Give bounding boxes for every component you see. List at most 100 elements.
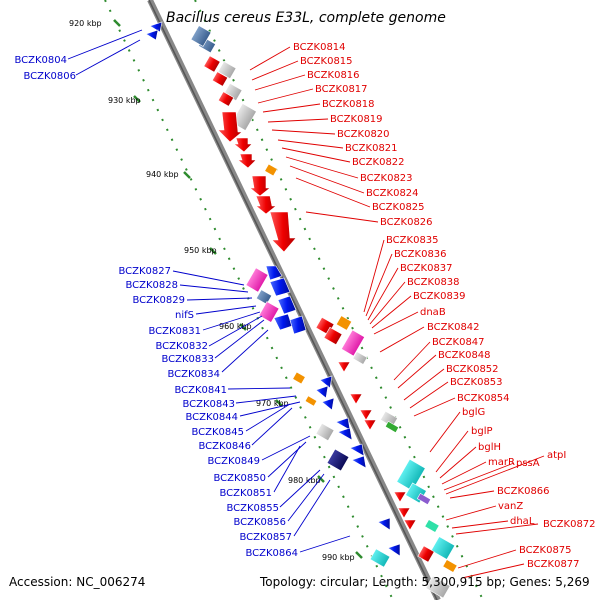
feature [255, 289, 273, 305]
feature [190, 25, 212, 47]
feature [387, 543, 401, 557]
gene-label: BCZK0872 [543, 519, 596, 530]
genome-summary: Topology: circular; Length: 5,300,915 bp… [259, 575, 590, 589]
gene-label: BCZK0855 [226, 503, 279, 514]
feature [304, 395, 318, 407]
reverse-features [145, 21, 401, 568]
gene-label: BCZK0854 [457, 393, 510, 404]
feature [335, 315, 353, 331]
feature [425, 575, 451, 599]
tick-label-940: 940 kbp [146, 170, 179, 179]
gene-label: BCZK0814 [293, 42, 346, 53]
feature [217, 91, 235, 107]
gene-label: BCZK0821 [345, 143, 398, 154]
gene-label: atpI [547, 450, 566, 461]
right-labels: BCZK0814 BCZK0815 BCZK0816 BCZK0817 BCZK… [293, 42, 596, 570]
gene-label: BCZK0835 [386, 235, 439, 246]
gene-label: BCZK0843 [182, 399, 235, 410]
feature [403, 519, 417, 531]
gene-label: BCZK0824 [366, 188, 419, 199]
feature [249, 175, 271, 197]
gene-label: BCZK0837 [400, 263, 453, 274]
feature [217, 111, 243, 143]
feature [231, 103, 257, 131]
tick-marks [113, 19, 363, 559]
gene-label: BCZK0825 [372, 202, 425, 213]
feature [396, 458, 426, 492]
gene-label: dnaB [420, 307, 446, 318]
gene-label: BCZK0846 [198, 441, 251, 452]
gene-label: bglG [462, 407, 485, 418]
gene-label: BCZK0838 [407, 277, 460, 288]
right-leader-lines [249, 46, 545, 579]
gene-label: BCZK0864 [245, 548, 298, 559]
gene-label: BCZK0856 [233, 517, 286, 528]
gene-label: BCZK0820 [337, 129, 390, 140]
feature [349, 443, 365, 457]
gene-label: BCZK0823 [360, 173, 413, 184]
gene-label: BCZK0875 [519, 545, 572, 556]
feature [269, 277, 291, 297]
tick-labels: 920 kbp 930 kbp 940 kbp 950 kbp 960 kbp … [69, 19, 355, 562]
gene-label: BCZK0832 [155, 341, 208, 352]
gene-label: BCZK0849 [207, 456, 260, 467]
tick-label-950: 950 kbp [184, 246, 217, 255]
map-title: Bacillus cereus E33L, complete genome [166, 10, 446, 26]
gene-label: marR [488, 457, 515, 468]
backbone [147, 0, 441, 600]
gene-label: BCZK0831 [148, 326, 201, 337]
accession-text: Accession: NC_006274 [9, 575, 145, 589]
gene-label: BCZK0816 [307, 70, 360, 81]
feature [265, 265, 283, 281]
gene-label: BCZK0877 [527, 559, 580, 570]
feature [237, 153, 257, 169]
gene-label: vanZ [498, 501, 523, 512]
gene-label: BCZK0844 [185, 412, 238, 423]
gene-label: BCZK0857 [239, 532, 292, 543]
feature [430, 536, 456, 560]
gene-label: BCZK0833 [161, 354, 214, 365]
gene-label: BCZK0841 [174, 385, 227, 396]
feature [211, 71, 229, 87]
feature [292, 371, 306, 385]
gene-label: bglH [478, 442, 501, 453]
feature [363, 419, 377, 431]
gene-label: dhaL [510, 516, 535, 527]
feature [321, 397, 335, 411]
gene-label: BCZK0828 [125, 280, 178, 291]
feature [264, 163, 278, 177]
reference-tracks [104, 0, 484, 600]
feature [255, 195, 277, 215]
gene-label: BCZK0815 [300, 56, 353, 67]
gene-label: BCZK0827 [118, 266, 171, 277]
gene-label: BCZK0853 [450, 377, 503, 388]
gene-label: BCZK0850 [213, 473, 266, 484]
feature [397, 507, 411, 519]
gene-label: BCZK0806 [23, 71, 76, 82]
gene-label: BCZK0847 [432, 337, 485, 348]
gene-label: BCZK0866 [497, 486, 550, 497]
tick-label-990: 990 kbp [322, 553, 355, 562]
feature [149, 21, 163, 33]
forward-features [198, 36, 458, 599]
gene-label: BCZK0842 [427, 322, 480, 333]
feature [233, 137, 253, 153]
feature [369, 548, 391, 568]
gene-label: BCZK0826 [380, 217, 433, 228]
feature [335, 417, 351, 431]
feature [145, 29, 159, 41]
feature [352, 351, 368, 365]
feature [384, 420, 400, 434]
gene-label: BCZK0822 [352, 157, 405, 168]
gene-label: BCZK0818 [322, 99, 375, 110]
feature [326, 448, 350, 472]
feature [349, 393, 363, 405]
feature [341, 329, 365, 357]
feature [245, 267, 269, 293]
gene-label: nifS [175, 310, 194, 321]
tick-label-970: 970 kbp [256, 399, 289, 408]
gene-label: BCZK0819 [330, 114, 383, 125]
feature [337, 427, 353, 441]
gene-label: BCZK0836 [394, 249, 447, 260]
feature [319, 375, 333, 389]
